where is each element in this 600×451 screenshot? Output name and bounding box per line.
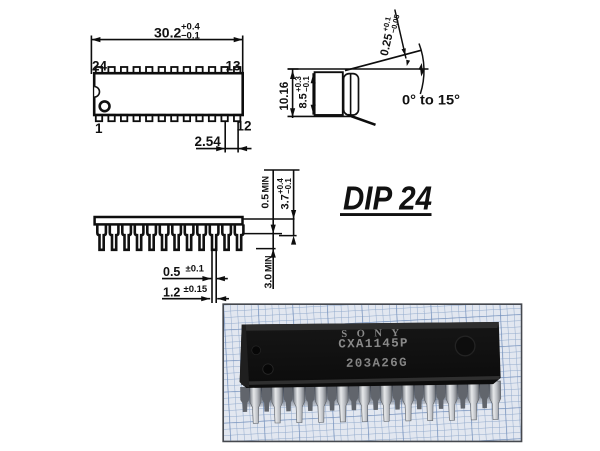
svg-text:−0.05: −0.05 — [389, 14, 402, 35]
svg-text:8.5: 8.5 — [298, 93, 310, 108]
svg-text:SONY: SONY — [341, 328, 408, 340]
svg-text:0.5: 0.5 — [163, 265, 180, 279]
svg-text:+0.1: +0.1 — [381, 16, 393, 32]
svg-text:0° to 15°: 0° to 15° — [402, 93, 460, 108]
svg-text:MIN: MIN — [264, 256, 274, 273]
svg-text:10.16: 10.16 — [279, 82, 291, 111]
svg-text:3.7: 3.7 — [280, 194, 292, 209]
svg-text:MIN: MIN — [261, 176, 271, 193]
svg-text:12: 12 — [237, 119, 252, 134]
svg-text:−0.1: −0.1 — [284, 178, 293, 194]
svg-text:±0.1: ±0.1 — [186, 264, 205, 275]
svg-text:30.2: 30.2 — [154, 25, 181, 41]
svg-text:−0.1: −0.1 — [302, 76, 311, 92]
svg-text:1.2: 1.2 — [163, 286, 180, 300]
svg-text:2.54: 2.54 — [195, 134, 222, 149]
svg-text:24: 24 — [92, 59, 108, 74]
svg-text:+0.4: +0.4 — [181, 22, 200, 33]
svg-text:CXA1145P: CXA1145P — [338, 336, 409, 351]
svg-text:1: 1 — [95, 121, 103, 136]
svg-text:3.0: 3.0 — [263, 274, 275, 289]
svg-text:DIP 24: DIP 24 — [343, 179, 432, 216]
svg-text:0.5: 0.5 — [260, 194, 272, 209]
svg-text:±0.15: ±0.15 — [184, 284, 208, 295]
svg-text:0.25: 0.25 — [379, 32, 396, 57]
svg-text:−0.1: −0.1 — [181, 31, 200, 42]
svg-text:+0.4: +0.4 — [276, 178, 285, 194]
svg-text:+0.3: +0.3 — [294, 76, 303, 92]
svg-text:13: 13 — [226, 59, 242, 74]
svg-text:203A26G: 203A26G — [346, 356, 408, 371]
